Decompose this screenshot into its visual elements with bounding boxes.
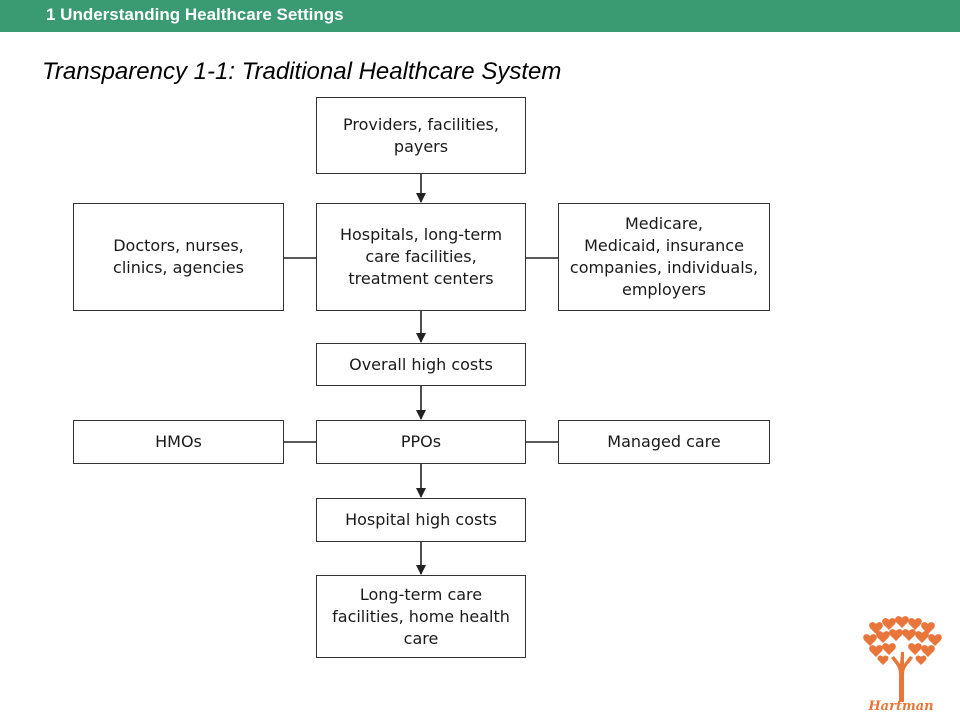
payers-label: Medicare, Medicaid, insurance companies,… [569,214,759,299]
longterm-box: Long-term care facilities, home health c… [316,575,526,658]
header-bar: 1 Understanding Healthcare Settings [0,0,960,32]
overall-costs-label: Overall high costs [349,354,493,374]
hmos-box: HMOs [73,420,284,464]
overall-costs-box: Overall high costs [316,343,526,386]
payers-box: Medicare, Medicaid, insurance companies,… [558,203,770,311]
doctors-box: Doctors, nurses, clinics, agencies [73,203,284,311]
hospitals-box: Hospitals, long-term care facilities, tr… [316,203,526,311]
ppos-box: PPOs [316,420,526,464]
longterm-label: Long-term care facilities, home health c… [332,584,510,648]
hmos-label: HMOs [155,432,202,451]
managed-care-label: Managed care [607,432,721,451]
hospital-costs-label: Hospital high costs [345,510,497,529]
doctors-label: Doctors, nurses, clinics, agencies [113,236,244,277]
hartman-logo: Hartman [863,616,942,712]
managed-care-box: Managed care [558,420,770,464]
hospitals-label: Hospitals, long-term care facilities, tr… [339,225,503,288]
header-title: 1 Understanding Healthcare Settings [46,5,344,24]
tree-of-hearts-icon [863,616,942,702]
hospital-costs-box: Hospital high costs [316,498,526,542]
providers-box: Providers, facilities, payers [316,97,526,174]
hartman-wordmark: Hartman [867,699,933,712]
page-title: Transparency 1-1: Traditional Healthcare… [42,58,562,85]
providers-label: Providers, facilities, payers [343,114,499,156]
ppos-label: PPOs [400,432,442,451]
